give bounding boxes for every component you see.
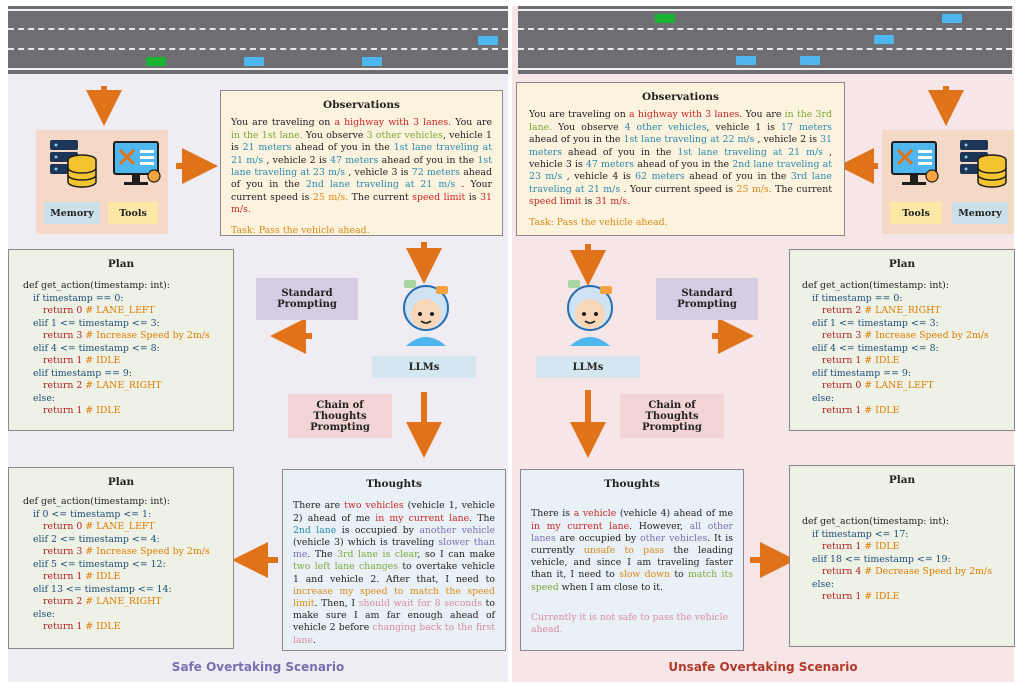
code-line: elif 1 <= timestamp <= 3: [33, 317, 160, 329]
plan-code: def get_action(timestamp: int):if timest… [23, 280, 219, 418]
code-line: return 1 # IDLE [43, 621, 121, 633]
code-line: elif 4 <= timestamp <= 8: [33, 342, 160, 354]
code-line: return 3 # Increase Speed by 2m/s [822, 330, 989, 342]
cot-prompting-label: Chain of Thoughts Prompting [288, 394, 392, 438]
code-line: return 2 # LANE_RIGHT [822, 305, 941, 317]
observations-text: You are traveling on a highway with 3 la… [231, 117, 493, 216]
tools-monitor-icon [113, 141, 161, 185]
standard-prompting-label: Standard Prompting [256, 278, 358, 320]
code-line: if 0 <= timestamp <= 1: [33, 508, 152, 520]
plan-title: Plan [107, 258, 135, 270]
code-line: return 1 # IDLE [43, 571, 121, 583]
code-line: def get_action(timestamp: int): [802, 516, 949, 528]
tools-monitor-icon [891, 141, 939, 185]
observations-box-left: Observations You are traveling on a high… [220, 90, 503, 236]
code-line: elif timestamp == 9: [33, 367, 133, 379]
thoughts-title: Thoughts [604, 478, 660, 490]
code-line: return 0 # LANE_LEFT [43, 521, 155, 533]
code-line: def get_action(timestamp: int): [802, 280, 949, 292]
code-line: return 3 # Increase Speed by 2m/s [43, 330, 210, 342]
ego-car [146, 57, 166, 66]
plan-title: Plan [888, 258, 916, 270]
tools-label: Tools [890, 202, 942, 224]
code-line: return 1 # IDLE [822, 591, 900, 603]
code-line: else: [812, 578, 835, 590]
code-line: else: [812, 392, 835, 404]
code-line: return 1 # IDLE [822, 405, 900, 417]
code-line: elif 18 <= timestamp <= 19: [812, 553, 951, 565]
code-line: elif timestamp == 9: [812, 367, 912, 379]
plan-code: def get_action(timestamp: int):if timest… [802, 516, 1002, 604]
highway-right [518, 6, 1012, 74]
database-icon [50, 140, 97, 188]
thoughts-conclusion: Currently it is not safe to pass the veh… [531, 611, 729, 636]
plan-title: Plan [107, 476, 135, 488]
memory-label: Memory [44, 202, 100, 224]
standard-prompting-label: Standard Prompting [656, 278, 758, 320]
code-line: elif 2 <= timestamp <= 4: [33, 533, 160, 545]
memory-label: Memory [952, 202, 1008, 224]
code-line: elif 1 <= timestamp <= 3: [812, 317, 939, 329]
observations-text: You are traveling on a highway with 3 la… [529, 109, 833, 208]
robot-icon [567, 280, 613, 346]
vehicle-car [942, 14, 962, 23]
thoughts-text: There are two vehicles (vehicle 1, vehic… [293, 500, 496, 646]
plan-code: def get_action(timestamp: int):if timest… [802, 280, 1002, 418]
observations-title: Observations [323, 99, 400, 111]
vehicle-car [874, 35, 894, 44]
vehicle-car [800, 56, 820, 65]
code-line: return 3 # Increase Speed by 2m/s [43, 546, 210, 558]
code-line: else: [33, 608, 56, 620]
thoughts-text: There is a vehicle (vehicle 4) ahead of … [531, 508, 733, 593]
task-text: Task: Pass the vehicle ahead. [231, 224, 370, 236]
memory-tools-card: Memory Tools [36, 130, 168, 234]
tools-label: Tools [108, 202, 158, 224]
llms-label: LLMs [372, 356, 476, 378]
robot-icon [403, 280, 449, 346]
code-line: return 1 # IDLE [822, 541, 900, 553]
code-line: if timestamp <= 17: [812, 528, 909, 540]
llms-label: LLMs [536, 356, 640, 378]
vehicle-car [478, 36, 498, 45]
code-line: return 1 # IDLE [822, 355, 900, 367]
code-line: elif 13 <= timestamp <= 14: [33, 583, 172, 595]
safe-scenario-caption: Safe Overtaking Scenario [171, 660, 345, 674]
cot-prompting-label: Chain of Thoughts Prompting [620, 394, 724, 438]
ego-car [655, 14, 675, 23]
unsafe-scenario-caption: Unsafe Overtaking Scenario [668, 660, 858, 674]
code-line: return 1 # IDLE [43, 405, 121, 417]
task-text: Task: Pass the vehicle ahead. [529, 216, 668, 228]
observations-title: Observations [642, 91, 719, 103]
memory-tools-card: Tools Memory [882, 130, 1014, 234]
thoughts-box-right: Thoughts There is a vehicle (vehicle 4) … [520, 469, 744, 651]
observations-box-right: Observations You are traveling on a high… [516, 82, 845, 236]
code-line: def get_action(timestamp: int): [23, 496, 170, 508]
code-line: if timestamp == 0: [33, 292, 124, 304]
code-line: else: [33, 392, 56, 404]
code-line: elif 5 <= timestamp <= 12: [33, 558, 166, 570]
code-line: if timestamp == 0: [812, 292, 903, 304]
plan-title: Plan [888, 474, 916, 486]
code-line: elif 4 <= timestamp <= 8: [812, 342, 939, 354]
plan-code: def get_action(timestamp: int):if 0 <= t… [23, 496, 219, 634]
thoughts-title: Thoughts [366, 478, 422, 490]
code-line: return 0 # LANE_LEFT [43, 305, 155, 317]
vehicle-car [244, 57, 264, 66]
vehicle-car [736, 56, 756, 65]
database-icon [960, 140, 1007, 188]
code-line: return 1 # IDLE [43, 355, 121, 367]
plan-box-left-bottom: Plan def get_action(timestamp: int):if 0… [8, 467, 234, 649]
plan-box-left-top: Plan def get_action(timestamp: int):if t… [8, 249, 234, 431]
code-line: return 4 # Decrease Speed by 2m/s [822, 566, 993, 578]
code-line: return 2 # LANE_RIGHT [43, 596, 162, 608]
code-line: def get_action(timestamp: int): [23, 280, 170, 292]
code-line: return 0 # LANE_LEFT [822, 380, 934, 392]
thoughts-box-left: Thoughts There are two vehicles (vehicle… [282, 469, 506, 651]
highway-left [8, 6, 508, 74]
plan-box-right-bottom: Plan def get_action(timestamp: int):if t… [789, 465, 1015, 647]
code-line: return 2 # LANE_RIGHT [43, 380, 162, 392]
plan-box-right-top: Plan def get_action(timestamp: int):if t… [789, 249, 1015, 431]
vehicle-car [362, 57, 382, 66]
